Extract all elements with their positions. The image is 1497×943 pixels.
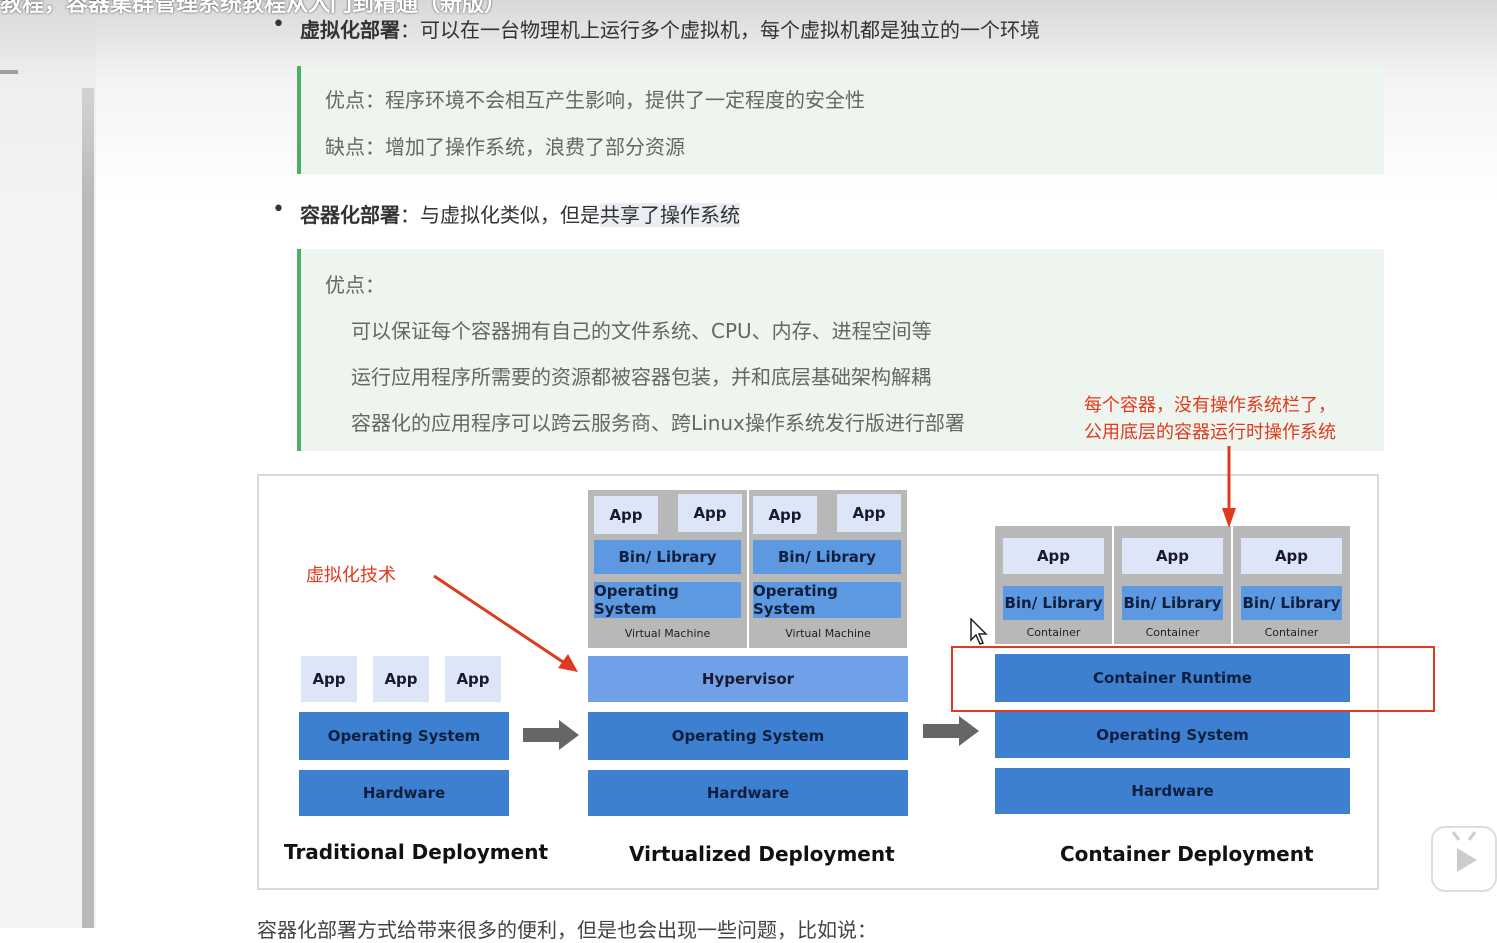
bin-library-block: Bin/ Library <box>1003 586 1104 620</box>
container-label: Container <box>1264 625 1319 639</box>
annotation-container-line1: 每个容器，没有操作系统栏了， <box>1084 395 1336 416</box>
app-block: App <box>1003 538 1104 574</box>
container: App Bin/ Library Container <box>1233 526 1350 644</box>
arrow-right-icon <box>923 716 979 746</box>
annotation-container-line2: 公用底层的容器运行时操作系统 <box>1084 422 1336 443</box>
os-block: Operating System <box>299 712 509 760</box>
virtual-machine: App App Bin/ Library Operating System Vi… <box>588 490 747 648</box>
bin-library-block: Bin/ Library <box>1241 586 1342 620</box>
caption-traditional: Traditional Deployment <box>284 840 549 864</box>
app-block: App <box>678 494 742 532</box>
pros-item: 容器化的应用程序可以跨云服务商、跨Linux操作系统发行版进行部署 <box>351 411 965 435</box>
highlight-runtime-box <box>951 646 1435 712</box>
footer-text: 容器化部署方式给带来很多的便利，但是也会出现一些问题，比如说： <box>257 918 877 942</box>
bin-library-block: Bin/ Library <box>753 540 901 574</box>
play-icon <box>1451 831 1477 872</box>
desc-container: ：与虚拟化类似，但是 <box>400 203 600 227</box>
app-block: App <box>594 496 658 534</box>
caption-container: Container Deployment <box>1060 842 1314 866</box>
virtual-machine: App App Bin/ Library Operating System Vi… <box>749 490 907 648</box>
hardware-block: Hardware <box>299 770 509 816</box>
cons-virtualized: 缺点：增加了操作系统，浪费了部分资源 <box>325 135 685 159</box>
mouse-cursor-icon <box>970 618 988 645</box>
bin-library-block: Bin/ Library <box>594 540 741 574</box>
os-block: Operating System <box>588 712 908 760</box>
annotation-virtualization: 虚拟化技术 <box>306 565 396 586</box>
vm-label: Virtual Machine <box>785 626 871 640</box>
bullet-virtualized: 虚拟化部署：可以在一台物理机上运行多个虚拟机，每个虚拟机都是独立的一个环境 <box>272 12 1040 43</box>
term-virtualized: 虚拟化部署 <box>300 18 400 42</box>
highlight-shared-os: 共享了操作系统 <box>600 203 740 227</box>
arrow-right-icon <box>523 720 579 750</box>
container: App Bin/ Library Container <box>1114 526 1231 644</box>
os-block: Operating System <box>594 582 741 618</box>
term-container: 容器化部署 <box>300 203 400 227</box>
app-block: App <box>753 496 817 534</box>
hardware-block: Hardware <box>995 768 1350 814</box>
app-block: App <box>301 656 357 702</box>
pros-item: 运行应用程序所需要的资源都被容器包装，并和底层基础架构解耦 <box>351 365 931 389</box>
caption-virtualized: Virtualized Deployment <box>629 842 895 866</box>
pros-item: 可以保证每个容器拥有自己的文件系统、CPU、内存、进程空间等 <box>351 319 932 343</box>
container-label: Container <box>1026 625 1081 639</box>
os-block: Operating System <box>753 582 901 618</box>
bin-library-block: Bin/ Library <box>1122 586 1223 620</box>
container: App Bin/ Library Container <box>995 526 1112 644</box>
quote-container: 优点： 可以保证每个容器拥有自己的文件系统、CPU、内存、进程空间等 运行应用程… <box>297 249 1384 451</box>
deployment-diagram: App App App Operating System Hardware Tr… <box>257 474 1379 890</box>
desc-virtualized: ：可以在一台物理机上运行多个虚拟机，每个虚拟机都是独立的一个环境 <box>400 18 1040 42</box>
pros-virtualized: 优点：程序环境不会相互产生影响，提供了一定程度的安全性 <box>325 88 865 112</box>
bullet-container: 容器化部署：与虚拟化类似，但是共享了操作系统 <box>272 197 740 228</box>
vm-label: Virtual Machine <box>624 626 711 640</box>
hardware-block: Hardware <box>588 770 908 816</box>
pros-title-container: 优点： <box>325 273 385 297</box>
tv-icon-button[interactable] <box>1431 826 1497 892</box>
app-block: App <box>1241 538 1342 574</box>
app-block: App <box>445 656 501 702</box>
quote-virtualized: 优点：程序环境不会相互产生影响，提供了一定程度的安全性 缺点：增加了操作系统，浪… <box>297 66 1384 174</box>
hypervisor-block: Hypervisor <box>588 656 908 702</box>
container-runtime-block: Container Runtime <box>995 654 1350 702</box>
app-block: App <box>1122 538 1223 574</box>
os-block: Operating System <box>995 712 1350 758</box>
video-title: 教程，容器集群管理系统教程从入门到精通（新版） <box>0 0 507 17</box>
container-label: Container <box>1145 625 1200 639</box>
app-block: App <box>837 494 901 532</box>
app-block: App <box>373 656 429 702</box>
scrollbar[interactable] <box>82 88 94 928</box>
